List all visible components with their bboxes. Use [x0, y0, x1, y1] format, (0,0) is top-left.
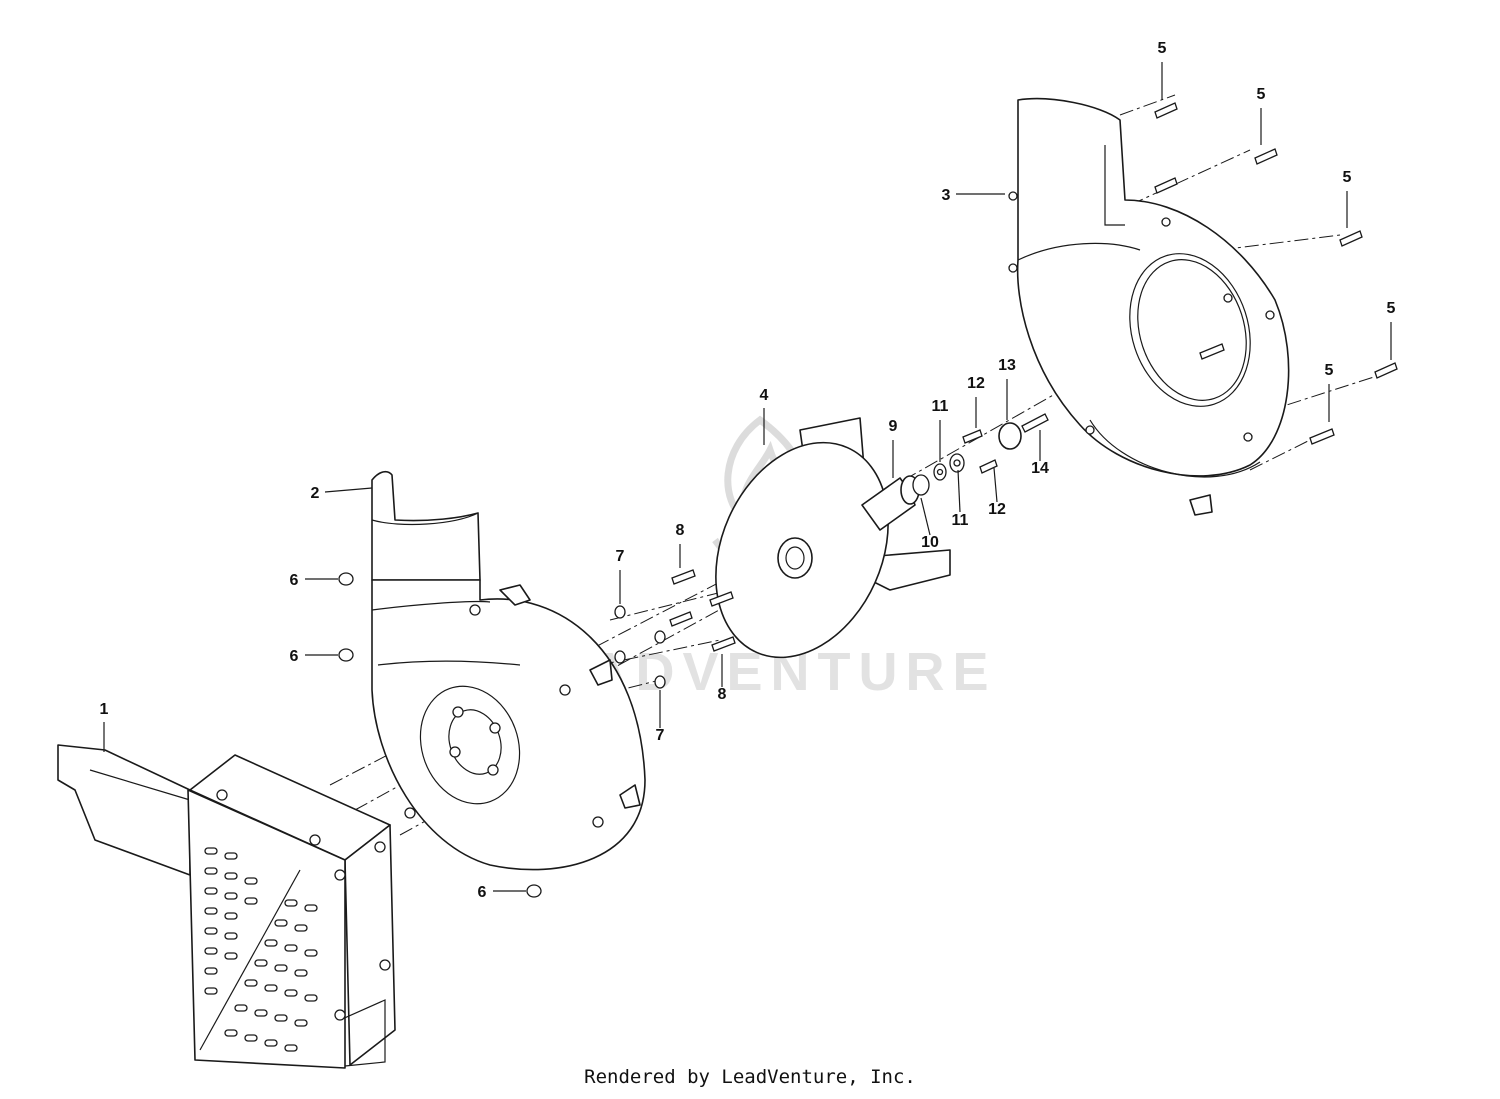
callout-label-8: 8 — [676, 522, 685, 539]
callout-label-14: 14 — [1031, 460, 1049, 477]
part-3-outer-blower-housing — [1008, 97, 1290, 516]
callout-label-11: 11 — [932, 398, 949, 415]
callout-label-12: 12 — [967, 375, 985, 392]
callout-label-5: 5 — [1325, 362, 1334, 379]
part-1-discharge-chute — [57, 744, 396, 1069]
hub-hardware — [861, 413, 1049, 531]
callout-leader-12 — [993, 467, 998, 503]
part-2-inner-blower-housing — [371, 470, 646, 871]
callout-label-8: 8 — [718, 686, 727, 703]
callout-label-5: 5 — [1387, 300, 1396, 317]
callout-label-13: 13 — [998, 357, 1016, 374]
callout-label-6: 6 — [290, 572, 299, 589]
callout-leader-11 — [957, 469, 961, 513]
callout-label-5: 5 — [1158, 40, 1167, 57]
callout-label-7: 7 — [616, 548, 625, 565]
footer-credit: Rendered by LeadVenture, Inc. — [584, 1066, 916, 1088]
callout-label-6: 6 — [290, 648, 299, 665]
callout-leader-2 — [324, 487, 373, 493]
fasteners-parts-6-7-8 — [338, 569, 736, 898]
callout-leader-10 — [920, 497, 931, 536]
callout-label-5: 5 — [1343, 169, 1352, 186]
callout-label-10: 10 — [921, 534, 939, 551]
callout-label-9: 9 — [889, 418, 898, 435]
grille-slots — [204, 847, 318, 1052]
callout-label-12: 12 — [988, 501, 1006, 518]
bolts-part-5 — [1154, 102, 1398, 445]
callout-label-7: 7 — [656, 727, 665, 744]
callout-label-3: 3 — [942, 187, 951, 204]
part-4-impeller — [715, 417, 951, 659]
callout-label-4: 4 — [760, 387, 769, 404]
callout-label-5: 5 — [1257, 86, 1266, 103]
callout-label-1: 1 — [100, 701, 109, 718]
callout-label-2: 2 — [311, 485, 320, 502]
callout-label-6: 6 — [478, 884, 487, 901]
callout-label-11: 11 — [952, 512, 969, 529]
